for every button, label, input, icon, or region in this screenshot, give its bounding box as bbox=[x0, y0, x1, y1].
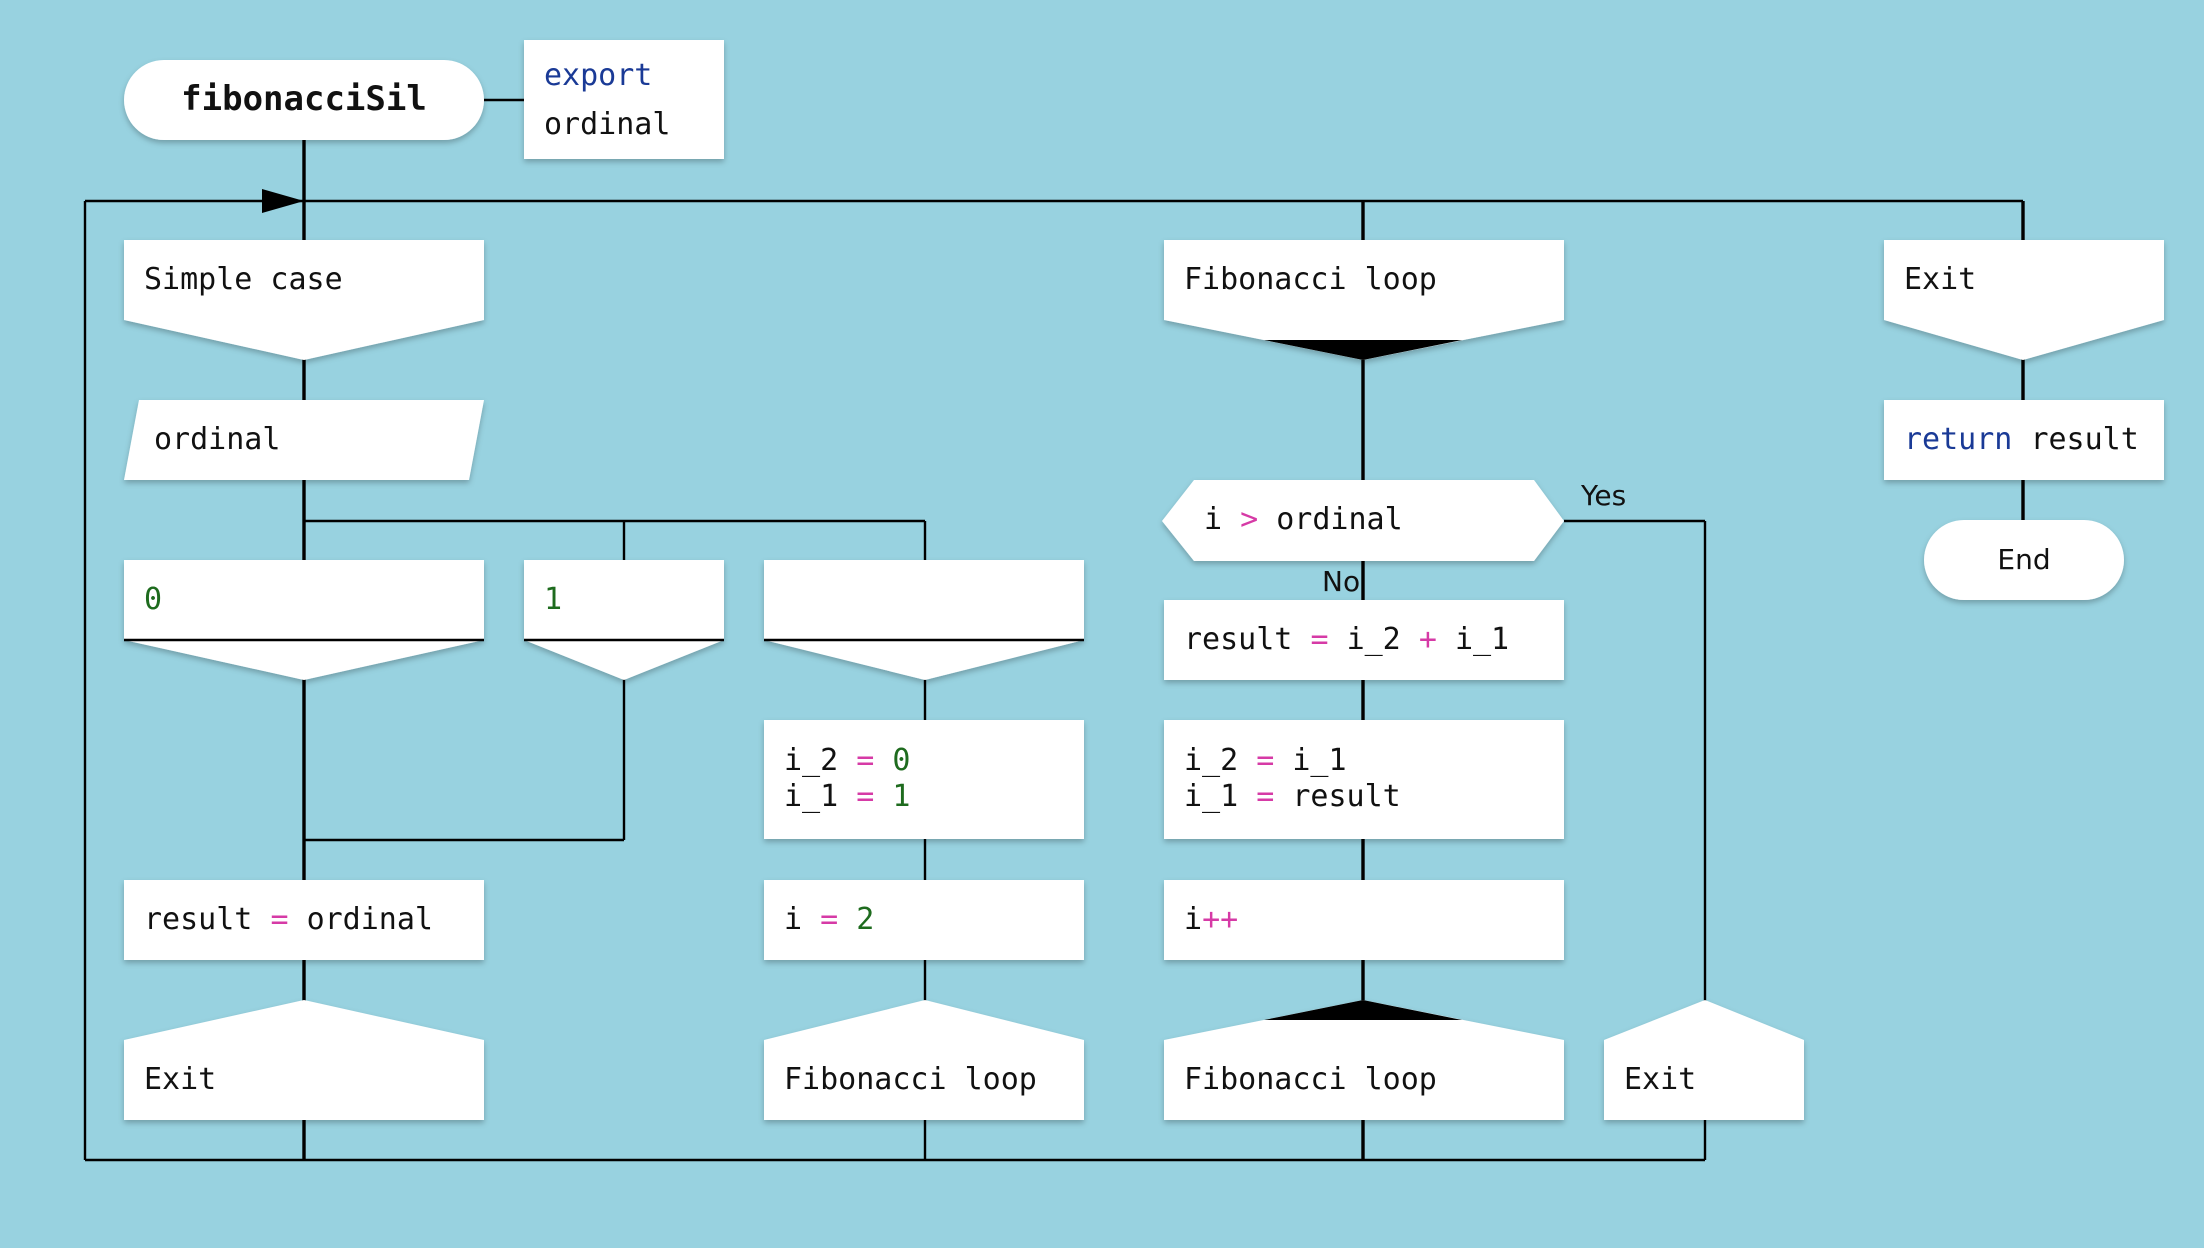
action-sum[interactable]: result = i_2 + i_1 bbox=[1164, 600, 1564, 680]
op: = bbox=[1256, 743, 1274, 778]
params-node[interactable]: export ordinal bbox=[524, 40, 724, 159]
param-name: ordinal bbox=[544, 107, 670, 142]
action-line-1: i_2 = 0 bbox=[784, 743, 910, 778]
address-exit-2[interactable]: Exit bbox=[1604, 1000, 1804, 1120]
op: ++ bbox=[1202, 902, 1238, 937]
address-label: Fibonacci loop bbox=[784, 1062, 1037, 1097]
keyword: return bbox=[1904, 422, 2012, 457]
value: 2 bbox=[856, 902, 874, 937]
address-exit-1[interactable]: Exit bbox=[124, 1000, 484, 1120]
op: = bbox=[856, 779, 874, 814]
params-keyword: export bbox=[544, 58, 652, 93]
address-fibonacci-loop-1[interactable]: Fibonacci loop bbox=[764, 1000, 1084, 1120]
action-init-i[interactable]: i = 2 bbox=[764, 880, 1084, 960]
case-1-label: 1 bbox=[544, 582, 562, 617]
action-text: i++ bbox=[1184, 902, 1238, 937]
end-node[interactable]: End bbox=[1924, 520, 2124, 600]
value: 1 bbox=[892, 779, 910, 814]
question-node[interactable]: i > ordinal bbox=[1162, 480, 1564, 561]
op: = bbox=[820, 902, 838, 937]
title-node[interactable]: fibonacciSil bbox=[124, 60, 484, 140]
case-default-node[interactable] bbox=[764, 560, 1084, 680]
branch-header-label: Simple case bbox=[144, 262, 343, 297]
action-text: result = i_2 + i_1 bbox=[1184, 622, 1509, 657]
address-fibonacci-loop-2[interactable]: Fibonacci loop bbox=[1164, 1000, 1564, 1120]
b: i_1 bbox=[1455, 622, 1509, 657]
address-label: Fibonacci loop bbox=[1184, 1062, 1437, 1097]
var: i_2 bbox=[1184, 743, 1238, 778]
var: result bbox=[144, 902, 252, 937]
select-node[interactable]: ordinal bbox=[124, 400, 484, 480]
action-line-1: i_2 = i_1 bbox=[1184, 743, 1347, 778]
function-name: fibonacciSil bbox=[181, 79, 427, 119]
var: result bbox=[1184, 622, 1292, 657]
action-return[interactable]: return result bbox=[1884, 400, 2164, 480]
action-text: i = 2 bbox=[784, 902, 874, 937]
yes-label: Yes bbox=[1580, 479, 1626, 512]
value: result bbox=[1292, 779, 1400, 814]
case-1-node[interactable]: 1 bbox=[524, 560, 724, 680]
value: ordinal bbox=[307, 902, 433, 937]
branch-header-exit[interactable]: Exit bbox=[1884, 240, 2164, 360]
branch-header-label: Exit bbox=[1904, 262, 1976, 297]
var: i_2 bbox=[784, 743, 838, 778]
value: 0 bbox=[892, 743, 910, 778]
action-init-i2-i1[interactable]: i_2 = 0 i_1 = 1 bbox=[764, 720, 1084, 839]
address-label: Exit bbox=[144, 1062, 216, 1097]
action-result-ordinal[interactable]: result = ordinal bbox=[124, 880, 484, 960]
branch-header-simple-case[interactable]: Simple case bbox=[124, 240, 484, 360]
op: = bbox=[1256, 779, 1274, 814]
a: i_2 bbox=[1347, 622, 1401, 657]
right: ordinal bbox=[1276, 502, 1402, 537]
branch-header-fibonacci-loop[interactable]: Fibonacci loop bbox=[1164, 240, 1564, 360]
op: = bbox=[1310, 622, 1328, 657]
action-line-2: i_1 = result bbox=[1184, 779, 1401, 814]
action-increment[interactable]: i++ bbox=[1164, 880, 1564, 960]
case-0-label: 0 bbox=[144, 582, 162, 617]
var: i bbox=[784, 902, 802, 937]
op: + bbox=[1419, 622, 1437, 657]
action-text: result = ordinal bbox=[144, 902, 433, 937]
op: = bbox=[270, 902, 288, 937]
action-text: return result bbox=[1904, 422, 2139, 457]
action-shift[interactable]: i_2 = i_1 i_1 = result bbox=[1164, 720, 1564, 839]
value: result bbox=[2030, 422, 2138, 457]
op: > bbox=[1240, 502, 1258, 537]
left: i bbox=[1204, 502, 1222, 537]
loop-arrow-icon bbox=[262, 189, 304, 213]
question-text: i > ordinal bbox=[1204, 502, 1403, 537]
var: i_1 bbox=[1184, 779, 1238, 814]
var: i_1 bbox=[784, 779, 838, 814]
branch-header-label: Fibonacci loop bbox=[1184, 262, 1437, 297]
action-line-2: i_1 = 1 bbox=[784, 779, 910, 814]
no-label: No bbox=[1322, 565, 1360, 598]
op: = bbox=[856, 743, 874, 778]
value: i_1 bbox=[1292, 743, 1346, 778]
select-label: ordinal bbox=[154, 422, 280, 457]
case-0-node[interactable]: 0 bbox=[124, 560, 484, 680]
var: i bbox=[1184, 902, 1202, 937]
end-label: End bbox=[1997, 543, 2050, 576]
address-label: Exit bbox=[1624, 1062, 1696, 1097]
